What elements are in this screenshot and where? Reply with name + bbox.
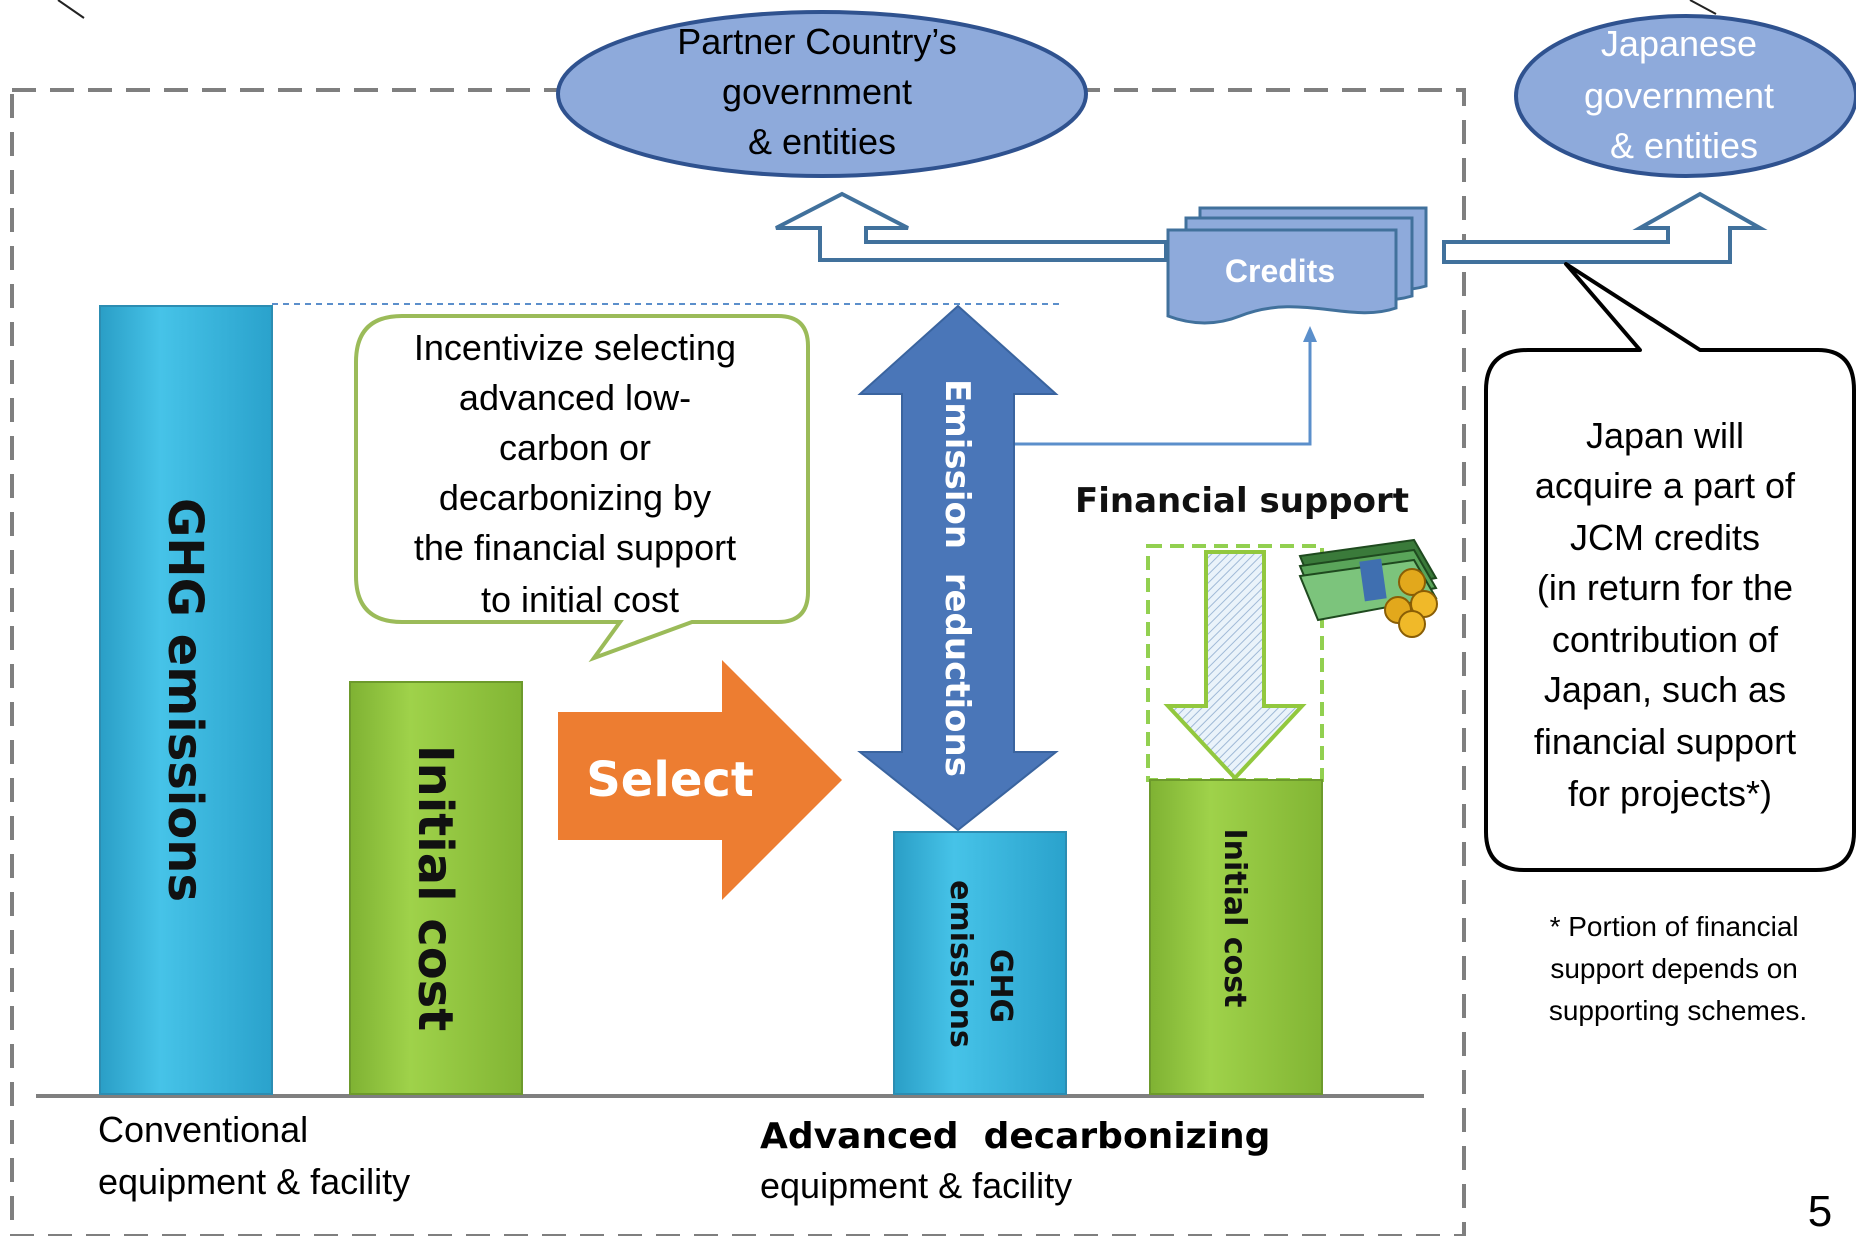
bubble-line-1: Incentivize selecting <box>414 327 736 368</box>
bubble-line-4: decarbonizing by <box>439 477 711 518</box>
japan-callout: Japan will acquire a part of JCM credits… <box>1484 262 1856 872</box>
callout-line-3: JCM credits <box>1570 517 1760 558</box>
advanced-caption-bold: Advanced decarbonizing <box>760 1116 1270 1157</box>
footnote-line-1: * Portion of financial <box>1550 911 1799 942</box>
credits-label: Credits <box>1225 253 1335 289</box>
callout-line-7: financial support <box>1534 721 1796 762</box>
svg-text:Japanese government: Japanese government & entities <box>1584 23 1784 166</box>
svg-text:* Portion of financial sup: * Portion of financial support depends o… <box>1549 911 1807 1026</box>
partner-country-ellipse: Partner Country’s government & entities <box>556 10 1088 178</box>
bubble-line-6: to initial cost <box>481 579 679 620</box>
japan-line-3: & entities <box>1610 125 1758 166</box>
callout-line-1: Japan will <box>1586 415 1744 456</box>
partner-line-1: Partner Country’s <box>677 21 956 62</box>
reductions-to-credits-line <box>1014 340 1312 446</box>
conventional-cost-label: Initial cost <box>407 745 463 1031</box>
emission-reductions-label: Emission reductions <box>937 379 977 777</box>
credits-stack: Credits <box>1166 206 1428 325</box>
svg-text:Conventional equipment & f: Conventional equipment & facility <box>98 1109 410 1202</box>
page-number: 5 <box>1808 1187 1832 1236</box>
corner-line-right <box>1689 0 1717 15</box>
incentive-speech-bubble: Incentivize selecting advanced low- carb… <box>354 314 810 663</box>
callout-line-4: (in return for the <box>1537 567 1793 608</box>
advanced-initial-cost-bar: Initial cost <box>1149 779 1323 1095</box>
advanced-ghg-label-1: GHG <box>983 949 1018 1023</box>
japan-line-1: Japanese <box>1601 23 1757 64</box>
emission-reductions-arrow: Emission reductions <box>857 304 1059 832</box>
partner-line-2: government <box>722 71 912 112</box>
bubble-line-3: carbon or <box>499 427 651 468</box>
bubble-line-5: the financial support <box>414 527 736 568</box>
arrow-to-japan <box>1442 191 1768 264</box>
japanese-government-ellipse: Japanese government & entities <box>1514 14 1856 178</box>
callout-line-5: contribution of <box>1552 619 1779 660</box>
partner-line-3: & entities <box>748 121 896 162</box>
support-down-arrow <box>1163 550 1307 781</box>
conventional-initial-cost-bar: Initial cost <box>349 681 523 1095</box>
svg-text:Incentivize selecting ad: Incentivize selecting advanced low- carb… <box>414 327 746 620</box>
svg-text:Japan will acquire a par: Japan will acquire a part of JCM credits… <box>1534 415 1806 814</box>
advanced-ghg-label-2: emissions <box>943 880 978 1048</box>
conventional-ghg-bar: GHG emissions <box>99 305 273 1095</box>
select-arrow: Select <box>558 660 842 900</box>
japan-line-2: government <box>1584 75 1774 116</box>
advanced-ghg-bar: GHG emissions <box>893 831 1067 1095</box>
money-icon <box>1298 538 1438 638</box>
callout-line-6: Japan, such as <box>1544 669 1786 710</box>
conventional-ghg-label: GHG emissions <box>157 498 213 902</box>
conventional-caption-1: Conventional <box>98 1109 308 1150</box>
advanced-caption-rest: equipment & facility <box>760 1165 1072 1206</box>
callout-line-8: for projects*) <box>1568 773 1772 814</box>
footnote-line-3: supporting schemes. <box>1549 995 1807 1026</box>
financial-support-label: Financial support <box>1075 481 1409 521</box>
advanced-cost-label: Initial cost <box>1217 829 1252 1008</box>
conventional-caption-2: equipment & facility <box>98 1161 410 1202</box>
select-label: Select <box>586 752 754 808</box>
arrow-to-partner <box>775 191 1168 262</box>
svg-text:Partner Country’s govern: Partner Country’s government & entities <box>677 21 966 162</box>
bubble-line-2: advanced low- <box>459 377 691 418</box>
footnote-line-2: support depends on <box>1550 953 1798 984</box>
callout-line-2: acquire a part of <box>1535 465 1796 506</box>
corner-line-left <box>57 0 85 19</box>
